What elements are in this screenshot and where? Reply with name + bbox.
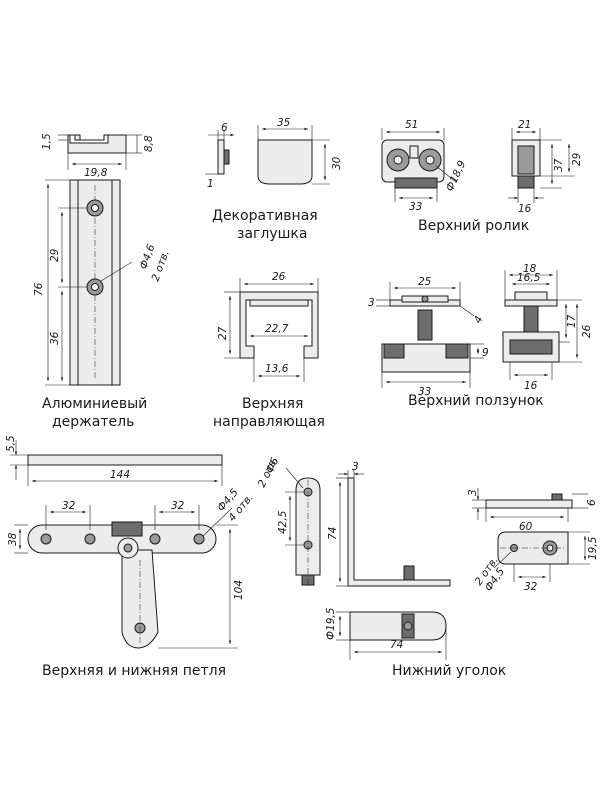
guide-dim-slot: 13,6: [265, 363, 289, 375]
slider-dim-side-inner: 16,5: [517, 272, 541, 284]
corner-front-view: [285, 467, 321, 586]
corner-dim-plate-hole-spacing: 32: [524, 581, 538, 593]
roller-dim-wheel-diameter: Ф18,9: [444, 159, 469, 194]
corner-dim-hole-spacing: 42,5: [277, 510, 289, 534]
top-roller: [381, 128, 575, 203]
roller-dim-foot: 16: [518, 203, 532, 215]
corner-side-view: [336, 470, 451, 587]
caption-roller: Верхний ролик: [418, 218, 529, 234]
slider-dim-total-height: 26: [581, 324, 593, 338]
corner-dim-plate-thickness: 3: [467, 489, 479, 496]
plug-front-view: [257, 125, 330, 185]
top-slider: [376, 270, 582, 388]
corner-dim-bottom-length: 74: [390, 639, 403, 651]
top-guide-rail: [224, 278, 319, 382]
roller-dim-width: 51: [405, 119, 418, 131]
hinge: [10, 440, 238, 649]
slider-dim-step: 9: [482, 347, 489, 359]
corner-plate-front-view: [493, 531, 590, 582]
corner-dim-thickness: 3: [352, 461, 359, 473]
guide-dim-inner-width: 22,7: [265, 323, 289, 335]
hinge-dim-width: 38: [7, 532, 19, 546]
hinge-top-view: [14, 505, 238, 649]
holder-dim-length: 76: [33, 282, 45, 296]
corner-dim-hole-count: 2 отв.: [256, 455, 280, 489]
guide-dim-height: 27: [217, 326, 229, 340]
holder-dim-width: 19,8: [84, 167, 108, 179]
guide-dim-width: 26: [272, 271, 286, 283]
slider-threaded-stud: [417, 309, 433, 341]
slider-dim-gap: 4: [472, 314, 486, 325]
slider-dim-stud-height: 17: [566, 314, 578, 328]
bottom-corner: [285, 467, 590, 660]
holder-dim-bottom-offset: 36: [49, 331, 61, 345]
hinge-dim-length: 144: [110, 469, 130, 481]
hinge-dim-thickness: 5,5: [5, 435, 17, 452]
corner-dim-plate-width: 19,5: [587, 536, 599, 560]
slider-dim-width: 25: [418, 276, 432, 288]
holder-front-view: [45, 179, 133, 386]
hinge-side-view: [10, 440, 223, 486]
corner-dim-plate-length: 60: [519, 521, 533, 533]
corner-dim-stud-height: 6: [586, 499, 598, 506]
caption-corner: Нижний уголок: [392, 663, 506, 679]
caption-guide-line1: Верхняя: [242, 396, 303, 412]
holder-profile-section: [58, 134, 142, 170]
plug-dim-width: 35: [277, 117, 291, 129]
slider-front-view: [376, 282, 484, 388]
corner-bottom-view: [336, 611, 447, 660]
plug-dim-lip: 1: [207, 178, 214, 190]
slider-dim-base: 33: [418, 386, 431, 398]
plug-dim-thickness: 6: [221, 122, 228, 134]
caption-plug-line1: Декоративная: [212, 208, 318, 224]
hinge-dim-height: 104: [233, 580, 245, 600]
slider-dim-foot: 16: [524, 380, 538, 392]
corner-plate-top-view: [472, 488, 588, 522]
roller-side-view: [508, 128, 575, 203]
caption-plug-line2: заглушка: [237, 226, 307, 242]
caption-hinge: Верхняя и нижняя петля: [42, 663, 226, 679]
slider-dim-side-width: 18: [523, 263, 537, 275]
caption-holder-line1: Алюминиевый: [42, 396, 147, 412]
roller-dim-total-height: 37: [553, 158, 565, 172]
hinge-dim-hole-spacing-left: 32: [62, 500, 76, 512]
caption-slider: Верхний ползунок: [408, 393, 544, 409]
holder-dim-hole-spacing: 29: [49, 248, 61, 262]
slider-side-view: [502, 270, 582, 380]
corner-dim-height: 74: [327, 527, 339, 540]
roller-dim-side-width: 21: [518, 119, 531, 131]
roller-dim-base: 33: [409, 201, 422, 213]
holder-dim-thickness: 1,5: [41, 133, 53, 150]
decorative-plug: [205, 125, 330, 185]
caption-holder-line2: держатель: [52, 414, 134, 430]
corner-dim-bottom-diameter: Ф19,5: [325, 607, 337, 640]
holder-dim-height: 8,8: [143, 135, 155, 152]
plug-dim-height: 30: [331, 156, 343, 170]
aluminium-holder: [45, 134, 142, 386]
roller-dim-body-height: 29: [571, 152, 583, 166]
caption-guide-line2: направляющая: [213, 414, 325, 430]
slider-dim-plate: 3: [368, 297, 375, 309]
plug-side-view: [205, 130, 234, 175]
roller-front-view: [381, 128, 457, 202]
hinge-dim-hole-spacing-right: 32: [171, 500, 185, 512]
